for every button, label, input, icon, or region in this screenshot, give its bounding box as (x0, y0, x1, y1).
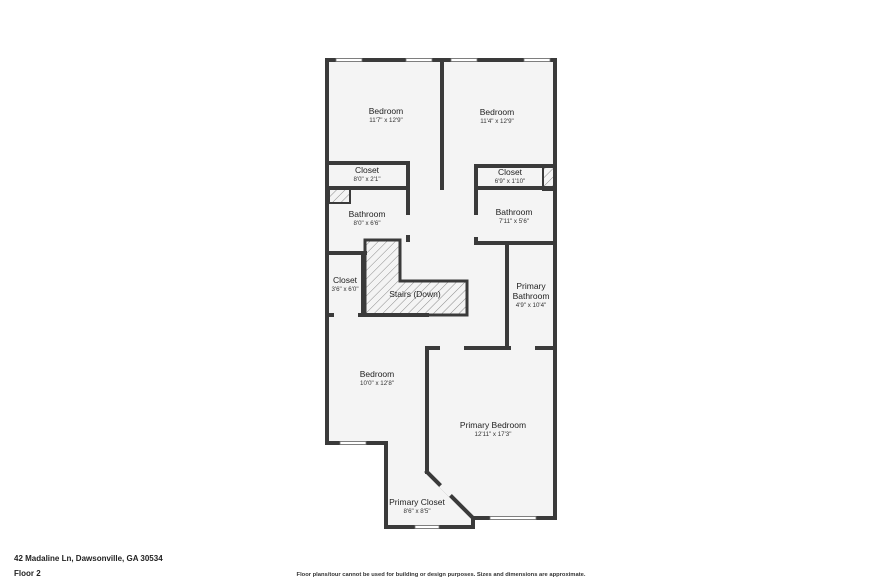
room-name-primary-bedroom: Primary Bedroom (460, 420, 526, 430)
disclaimer-note: Floor plans/tour cannot be used for buil… (296, 572, 586, 578)
room-name-closet-nw: Closet (355, 165, 380, 175)
room-name-bedroom-sw: Bedroom (360, 369, 395, 379)
windows (335, 58, 551, 529)
room-name-primary-bathroom-line1: Primary (516, 281, 546, 291)
room-name-bathroom-w: Bathroom (349, 209, 386, 219)
room-dims-bedroom-nw: 11'7" x 12'9" (369, 117, 402, 124)
room-name-closet-ne: Closet (498, 167, 523, 177)
room-name-closet-w: Closet (333, 275, 358, 285)
room-dims-primary-bedroom: 12'11" x 17'3" (475, 431, 512, 438)
property-address: 42 Madaline Ln, Dawsonville, GA 30534 (14, 554, 163, 563)
room-name-stairs: Stairs (Down) (389, 289, 441, 299)
room-name-bedroom-ne: Bedroom (480, 107, 515, 117)
room-dims-closet-w: 3'6" x 6'0" (331, 286, 358, 293)
door-openings (334, 186, 535, 497)
shaft-hatch-nw (328, 187, 351, 204)
room-name-bedroom-nw: Bedroom (369, 106, 404, 116)
room-name-primary-bathroom-line2: Bathroom (513, 291, 550, 301)
room-name-primary-closet: Primary Closet (389, 497, 445, 507)
room-dims-primary-bathroom: 4'9" x 10'4" (516, 302, 547, 309)
room-dims-bedroom-ne: 11'4" x 12'9" (480, 118, 513, 125)
room-dims-primary-closet: 8'6" x 8'5" (403, 508, 430, 515)
floor-label: Floor 2 (14, 569, 41, 578)
room-dims-closet-ne: 6'9" x 1'10" (495, 178, 526, 185)
room-name-bathroom-e: Bathroom (496, 207, 533, 217)
room-dims-bedroom-sw: 10'0" x 12'8" (360, 380, 394, 387)
room-labels: Bedroom 11'7" x 12'9" Bedroom 11'4" x 12… (331, 106, 549, 515)
room-dims-closet-nw: 8'0" x 2'1" (353, 176, 380, 183)
room-dims-bathroom-w: 8'0" x 6'6" (353, 220, 380, 227)
room-dims-bathroom-e: 7'11" x 5'6" (499, 218, 529, 225)
